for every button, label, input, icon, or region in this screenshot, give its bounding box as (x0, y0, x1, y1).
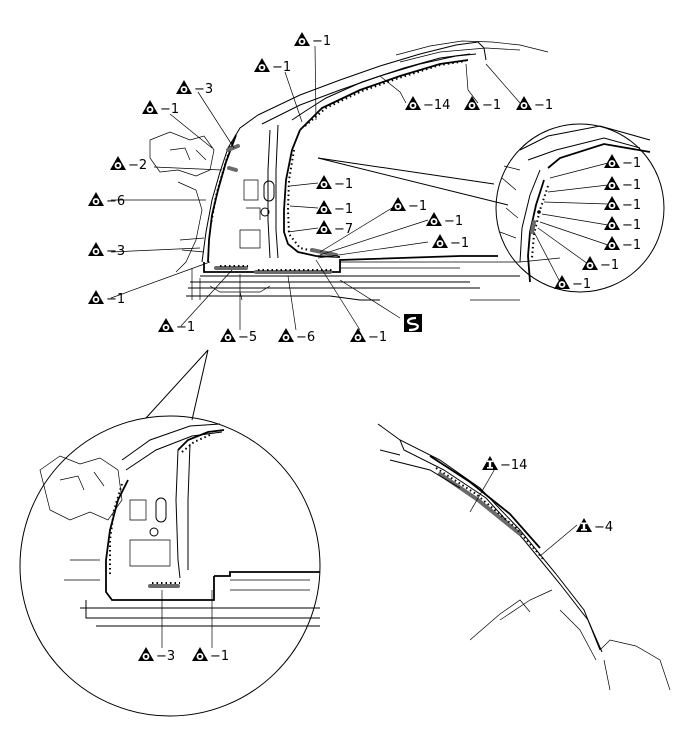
sealer-callout: −14 (405, 96, 450, 113)
callout-number: −1 (534, 98, 553, 113)
sealer-callout: −1 (516, 96, 553, 113)
sealer-callout: −1 (464, 96, 501, 113)
callout-number: −5 (238, 330, 257, 345)
callout-number: −6 (296, 330, 315, 345)
callout-number: −1 (408, 199, 427, 214)
detail-circle-pillar (495, 123, 665, 293)
callout-number: −14 (500, 458, 527, 473)
sealer-callout: −1 (432, 234, 469, 251)
sealer-callout: −1 (158, 318, 195, 335)
adhesive-callout: −14 (482, 456, 527, 473)
detail-circle-lower (19, 349, 321, 717)
s-curve-icon (404, 314, 422, 332)
adhesive-callout: −4 (576, 518, 613, 535)
callout-number: −14 (423, 98, 450, 113)
leader-lines (110, 45, 609, 648)
callout-number: −1 (334, 202, 353, 217)
sealer-callout: −1 (604, 216, 641, 233)
callout-number: −1 (622, 238, 641, 253)
sealer-callout: −6 (88, 192, 125, 209)
sealer-callout: −1 (316, 175, 353, 192)
sealer-callout: −3 (176, 80, 213, 97)
callout-number: −1 (160, 102, 179, 117)
sealer-callout: −1 (350, 328, 387, 345)
callout-number: −1 (622, 178, 641, 193)
callout-number: −3 (156, 649, 175, 664)
sealer-callout: −1 (294, 32, 331, 49)
callout-number: −1 (368, 330, 387, 345)
callout-number: −1 (622, 218, 641, 233)
sealer-callout: −2 (110, 156, 147, 173)
callout-number: −1 (106, 292, 125, 307)
sealer-callout: −1 (604, 154, 641, 171)
callout-number: −2 (128, 158, 147, 173)
sealer-callout: −1 (604, 236, 641, 253)
sealer-callout: −1 (192, 647, 229, 664)
callout-number: −1 (272, 60, 291, 75)
sealer-callout: −1 (554, 275, 591, 292)
callout-labels: −1 −1 −3 −1 −14 −1 −1 −2 −1 −6 −1 −1 −1 … (88, 32, 641, 664)
sealer-callout: −1 (604, 176, 641, 193)
callout-number: −4 (594, 520, 613, 535)
sealer-callout: −1 (390, 197, 427, 214)
callout-number: −1 (444, 214, 463, 229)
callout-number: −7 (334, 222, 353, 237)
callout-number: −1 (176, 320, 195, 335)
sealer-callout: −1 (316, 200, 353, 217)
roof-rail-view (377, 423, 671, 691)
sealer-callout: −5 (220, 328, 257, 345)
callout-number: −1 (334, 177, 353, 192)
callout-number: −1 (482, 98, 501, 113)
sealer-callout: −1 (582, 256, 619, 273)
callout-number: −1 (572, 277, 591, 292)
callout-number: −1 (450, 236, 469, 251)
sealer-callout: −1 (254, 58, 291, 75)
sealer-callout: −1 (426, 212, 463, 229)
callout-number: −1 (622, 156, 641, 171)
callout-number: −3 (106, 244, 125, 259)
sealer-callout: −6 (278, 328, 315, 345)
callout-number: −1 (622, 198, 641, 213)
callout-number: −1 (210, 649, 229, 664)
sealer-callout: −1 (88, 290, 125, 307)
main-body-view (149, 40, 561, 301)
sealer-callout: −3 (138, 647, 175, 664)
callout-number: −3 (194, 82, 213, 97)
sealer-callout: −7 (316, 220, 353, 237)
callout-number: −1 (600, 258, 619, 273)
sealer-callout: −1 (604, 196, 641, 213)
sealer-callout: −1 (142, 100, 179, 117)
callout-number: −6 (106, 194, 125, 209)
sealer-callout: −3 (88, 242, 125, 259)
callout-number: −1 (312, 34, 331, 49)
